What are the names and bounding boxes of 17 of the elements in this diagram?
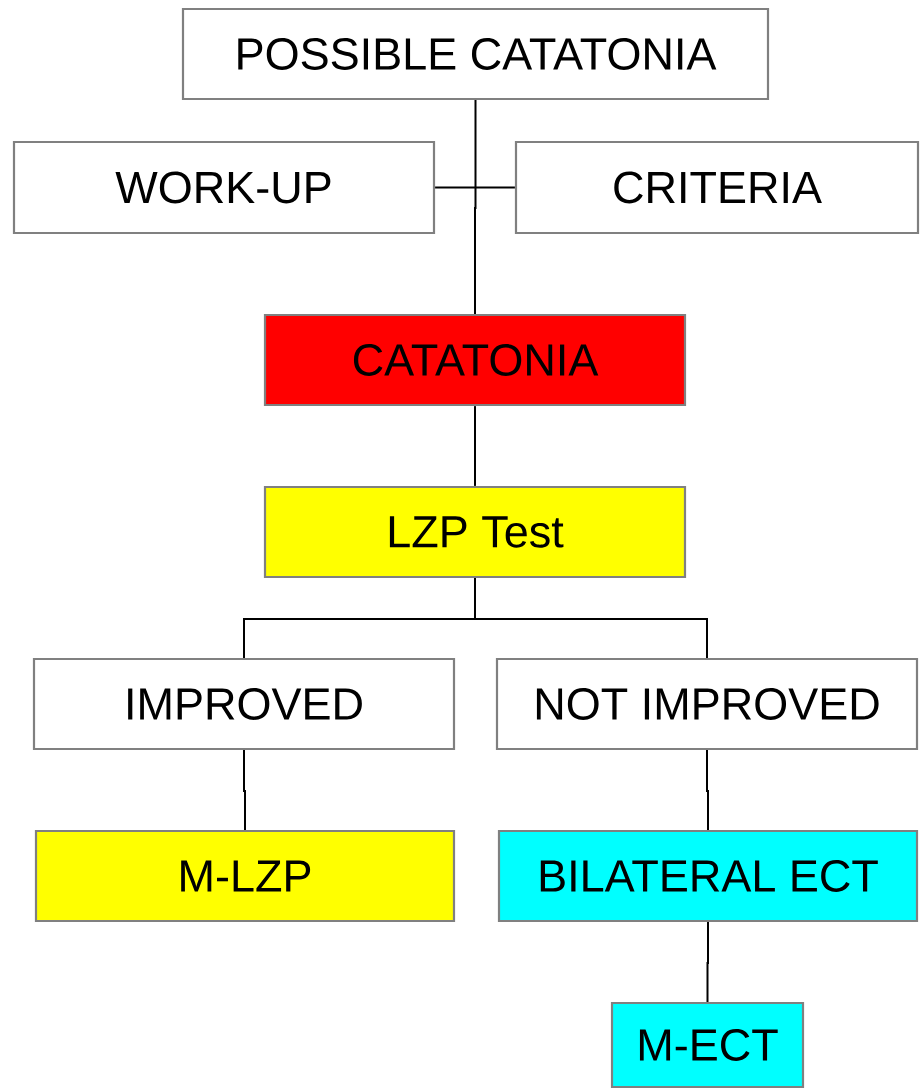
connector-line	[474, 577, 708, 659]
process-box: IMPROVED	[32, 657, 456, 751]
connector-line	[706, 749, 709, 831]
process-box: M-LZP	[34, 829, 456, 923]
process-box: POSSIBLE CATATONIA	[181, 7, 770, 101]
connector-line	[474, 99, 477, 315]
connector-line	[706, 921, 709, 1003]
connector-line	[243, 749, 246, 831]
process-box: LZP Test	[263, 485, 687, 579]
process-box: CATATONIA	[263, 313, 687, 407]
process-box: WORK-UP	[12, 140, 436, 235]
process-box: CRITERIA	[514, 140, 920, 235]
process-box: BILATERAL ECT	[497, 829, 919, 923]
process-box: NOT IMPROVED	[495, 657, 919, 751]
connector-line	[474, 405, 476, 487]
connector-line	[434, 186, 516, 189]
process-box: M-ECT	[610, 1001, 805, 1089]
